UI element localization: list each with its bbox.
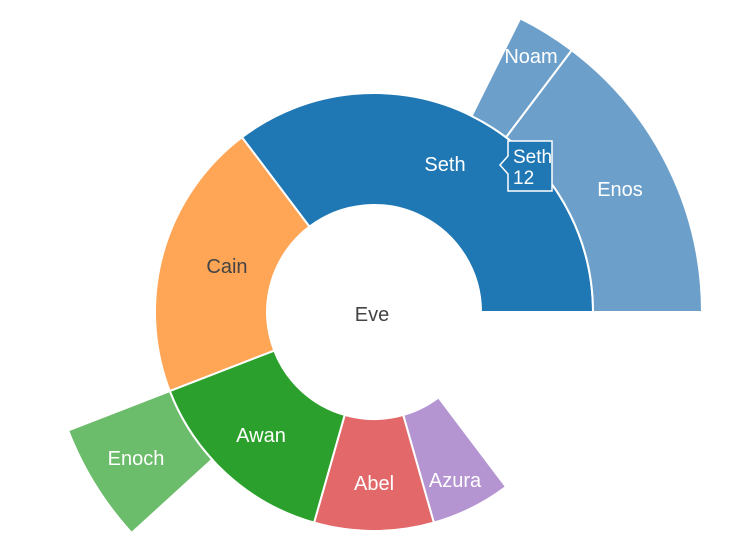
sunburst-rings <box>67 17 703 534</box>
hover-tooltip-label: Seth <box>513 147 552 168</box>
sector-cain[interactable] <box>154 136 311 393</box>
hover-tooltip: Seth 12 <box>498 140 553 192</box>
sector-noam[interactable] <box>470 17 573 139</box>
sector-eve[interactable] <box>267 205 481 419</box>
sector-enos[interactable] <box>504 49 703 313</box>
sector-abel[interactable] <box>313 413 435 532</box>
hover-tooltip-box <box>498 140 553 192</box>
hover-tooltip-value: 12 <box>513 168 534 189</box>
sector-enoch[interactable] <box>67 390 214 534</box>
sector-azura[interactable] <box>402 396 507 524</box>
